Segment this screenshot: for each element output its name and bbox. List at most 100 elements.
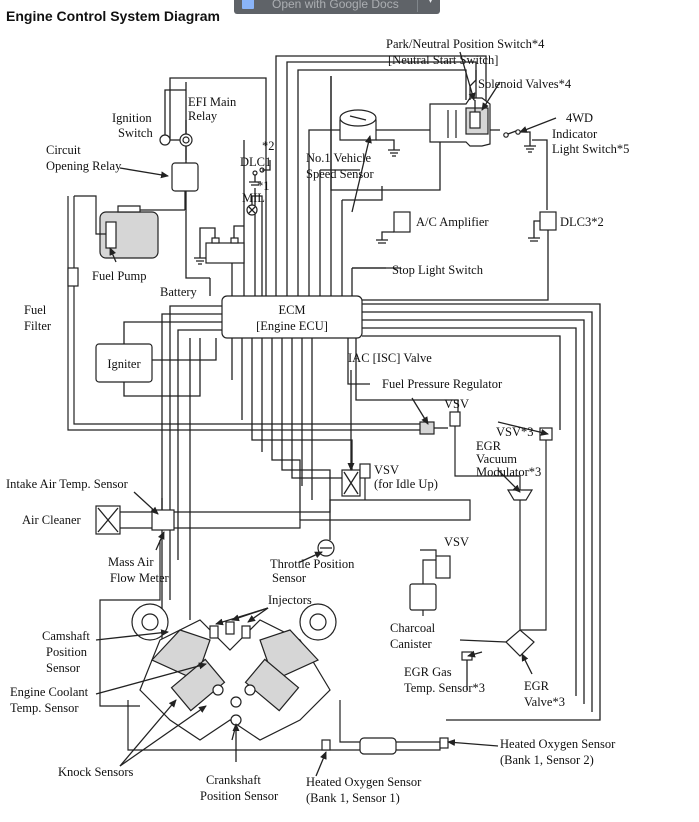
coolant-label-2: Temp. Sensor [10, 701, 79, 715]
maf-label-1: Mass Air [108, 555, 154, 569]
ho2-s1-label-1: Heated Oxygen Sensor [306, 775, 422, 789]
neutral-start-label: [Neutral Start Switch] [388, 53, 498, 67]
fuel-pressure-regulator [419, 421, 448, 435]
throttle-label-1: Throttle Position [270, 557, 355, 571]
mil-lamp [246, 195, 263, 296]
ho2-s2-label-1: Heated Oxygen Sensor [500, 737, 616, 751]
knock-sensors-label: Knock Sensors [58, 765, 133, 779]
vsv-lower-label: VSV [444, 535, 469, 549]
fuel-tank [99, 205, 159, 259]
fuel-filter-label-2: Filter [24, 319, 52, 333]
page-title: Engine Control System Diagram [6, 8, 220, 24]
camshaft-label-3: Sensor [46, 661, 81, 675]
solenoid-valves [469, 100, 481, 129]
vsv-idle-label-2: (for Idle Up) [374, 477, 438, 491]
park-neutral-label: Park/Neutral Position Switch*4 [386, 37, 545, 51]
dlc3-connector [528, 211, 557, 242]
efi-label-1: EFI Main [188, 95, 237, 109]
ecm-right-wires [347, 303, 601, 721]
charcoal-canister [409, 559, 437, 616]
egr-valve-label-2: Valve*3 [524, 695, 565, 709]
charcoal-label-2: Canister [390, 637, 432, 651]
iac-label: IAC [ISC] Valve [348, 351, 432, 365]
fuel-pump-label: Fuel Pump [92, 269, 147, 283]
crankshaft-label-1: Crankshaft [206, 773, 261, 787]
circuit-opening-relay [140, 162, 199, 211]
engine-block [131, 603, 337, 741]
egr-vacuum-label-3: Modulator*3 [476, 465, 541, 479]
efi-label-2: Relay [188, 109, 218, 123]
mass-air-flow-meter [151, 498, 175, 531]
igniter-box [95, 321, 222, 397]
speed-sensor-label-2: Speed Sensor [306, 167, 375, 181]
intake-duct [120, 499, 471, 529]
throttle-position-sensor [317, 539, 335, 557]
maf-label-2: Flow Meter [110, 571, 170, 585]
vsv-top [449, 411, 521, 490]
injectors-label: Injectors [268, 593, 312, 607]
intake-air-label: Intake Air Temp. Sensor [6, 477, 129, 491]
crankshaft-label-2: Position Sensor [200, 789, 279, 803]
vsv-right-label: VSV*3 [496, 425, 534, 439]
circuit-relay-label-2: Opening Relay [46, 159, 122, 173]
ecm-sub-label: [Engine ECU] [256, 319, 328, 333]
solenoid-valves-label: Solenoid Valves*4 [478, 77, 572, 91]
air-cleaner [95, 505, 121, 535]
egr-valve-label-1: EGR [524, 679, 550, 693]
egr-gas-label-2: Temp. Sensor*3 [404, 681, 485, 695]
oxygen-sensor-s2 [439, 737, 449, 749]
oxygen-sensor-s1 [321, 739, 331, 751]
ho2-s2-label-2: (Bank 1, Sensor 2) [500, 753, 594, 767]
air-cleaner-label: Air Cleaner [22, 513, 81, 527]
vsv-idle-up [359, 463, 371, 500]
ignition-label-2: Switch [118, 126, 153, 140]
vsv-right [520, 427, 553, 631]
speed-sensor [339, 109, 400, 157]
mil-note: *1 [257, 179, 270, 193]
camshaft-label-2: Position [46, 645, 88, 659]
vsv-idle-label-1: VSV [374, 463, 399, 477]
catalytic-converter [359, 737, 397, 755]
egr-valve [459, 629, 535, 657]
stop-light-label: Stop Light Switch [392, 263, 484, 277]
circuit-relay-label-1: Circuit [46, 143, 81, 157]
open-with-google-docs-button[interactable]: Open with Google Docs ▾ [234, 0, 440, 14]
open-with-label: Open with Google Docs [272, 0, 399, 11]
4wd-label-2: Indicator [552, 127, 598, 141]
speed-sensor-label-1: No.1 Vehicle [306, 151, 371, 165]
battery-label: Battery [160, 285, 198, 299]
dlc1-connector [249, 160, 271, 186]
docs-icon [242, 0, 254, 9]
button-divider [417, 0, 418, 12]
vsv-lower [420, 549, 451, 579]
ignition-label-1: Ignition [112, 111, 152, 125]
iac-valve [341, 370, 361, 497]
igniter-label: Igniter [107, 357, 141, 371]
fuel-filter [67, 267, 79, 287]
dlc1-label: DLC1 [240, 155, 271, 169]
vsv-top-label: VSV [444, 397, 469, 411]
coolant-label-1: Engine Coolant [10, 685, 89, 699]
egr-vacuum-label-1: EGR [476, 439, 502, 453]
ecm-left-wires [161, 305, 222, 690]
4wd-label-3: Light Switch*5 [552, 142, 629, 156]
efi-main-relay [164, 89, 193, 160]
fuel-filter-label-1: Fuel [24, 303, 47, 317]
ac-amplifier [376, 211, 411, 244]
mil-label: MIL [242, 191, 265, 205]
dlc1-note: *2 [262, 139, 275, 153]
dlc3-label: DLC3*2 [560, 215, 604, 229]
label-leaders [95, 51, 557, 777]
throttle-label-2: Sensor [272, 571, 307, 585]
4wd-label-1: 4WD [566, 111, 593, 125]
chevron-down-icon[interactable]: ▾ [427, 0, 433, 6]
egr-vacuum-modulator [506, 489, 534, 640]
egr-vacuum-label-2: Vacuum [476, 452, 517, 466]
camshaft-label-1: Camshaft [42, 629, 90, 643]
charcoal-label-1: Charcoal [390, 621, 436, 635]
fpr-label: Fuel Pressure Regulator [382, 377, 503, 391]
injectors [209, 607, 269, 639]
4wd-indicator-switch [503, 129, 536, 153]
ac-amplifier-label: A/C Amplifier [416, 215, 489, 229]
